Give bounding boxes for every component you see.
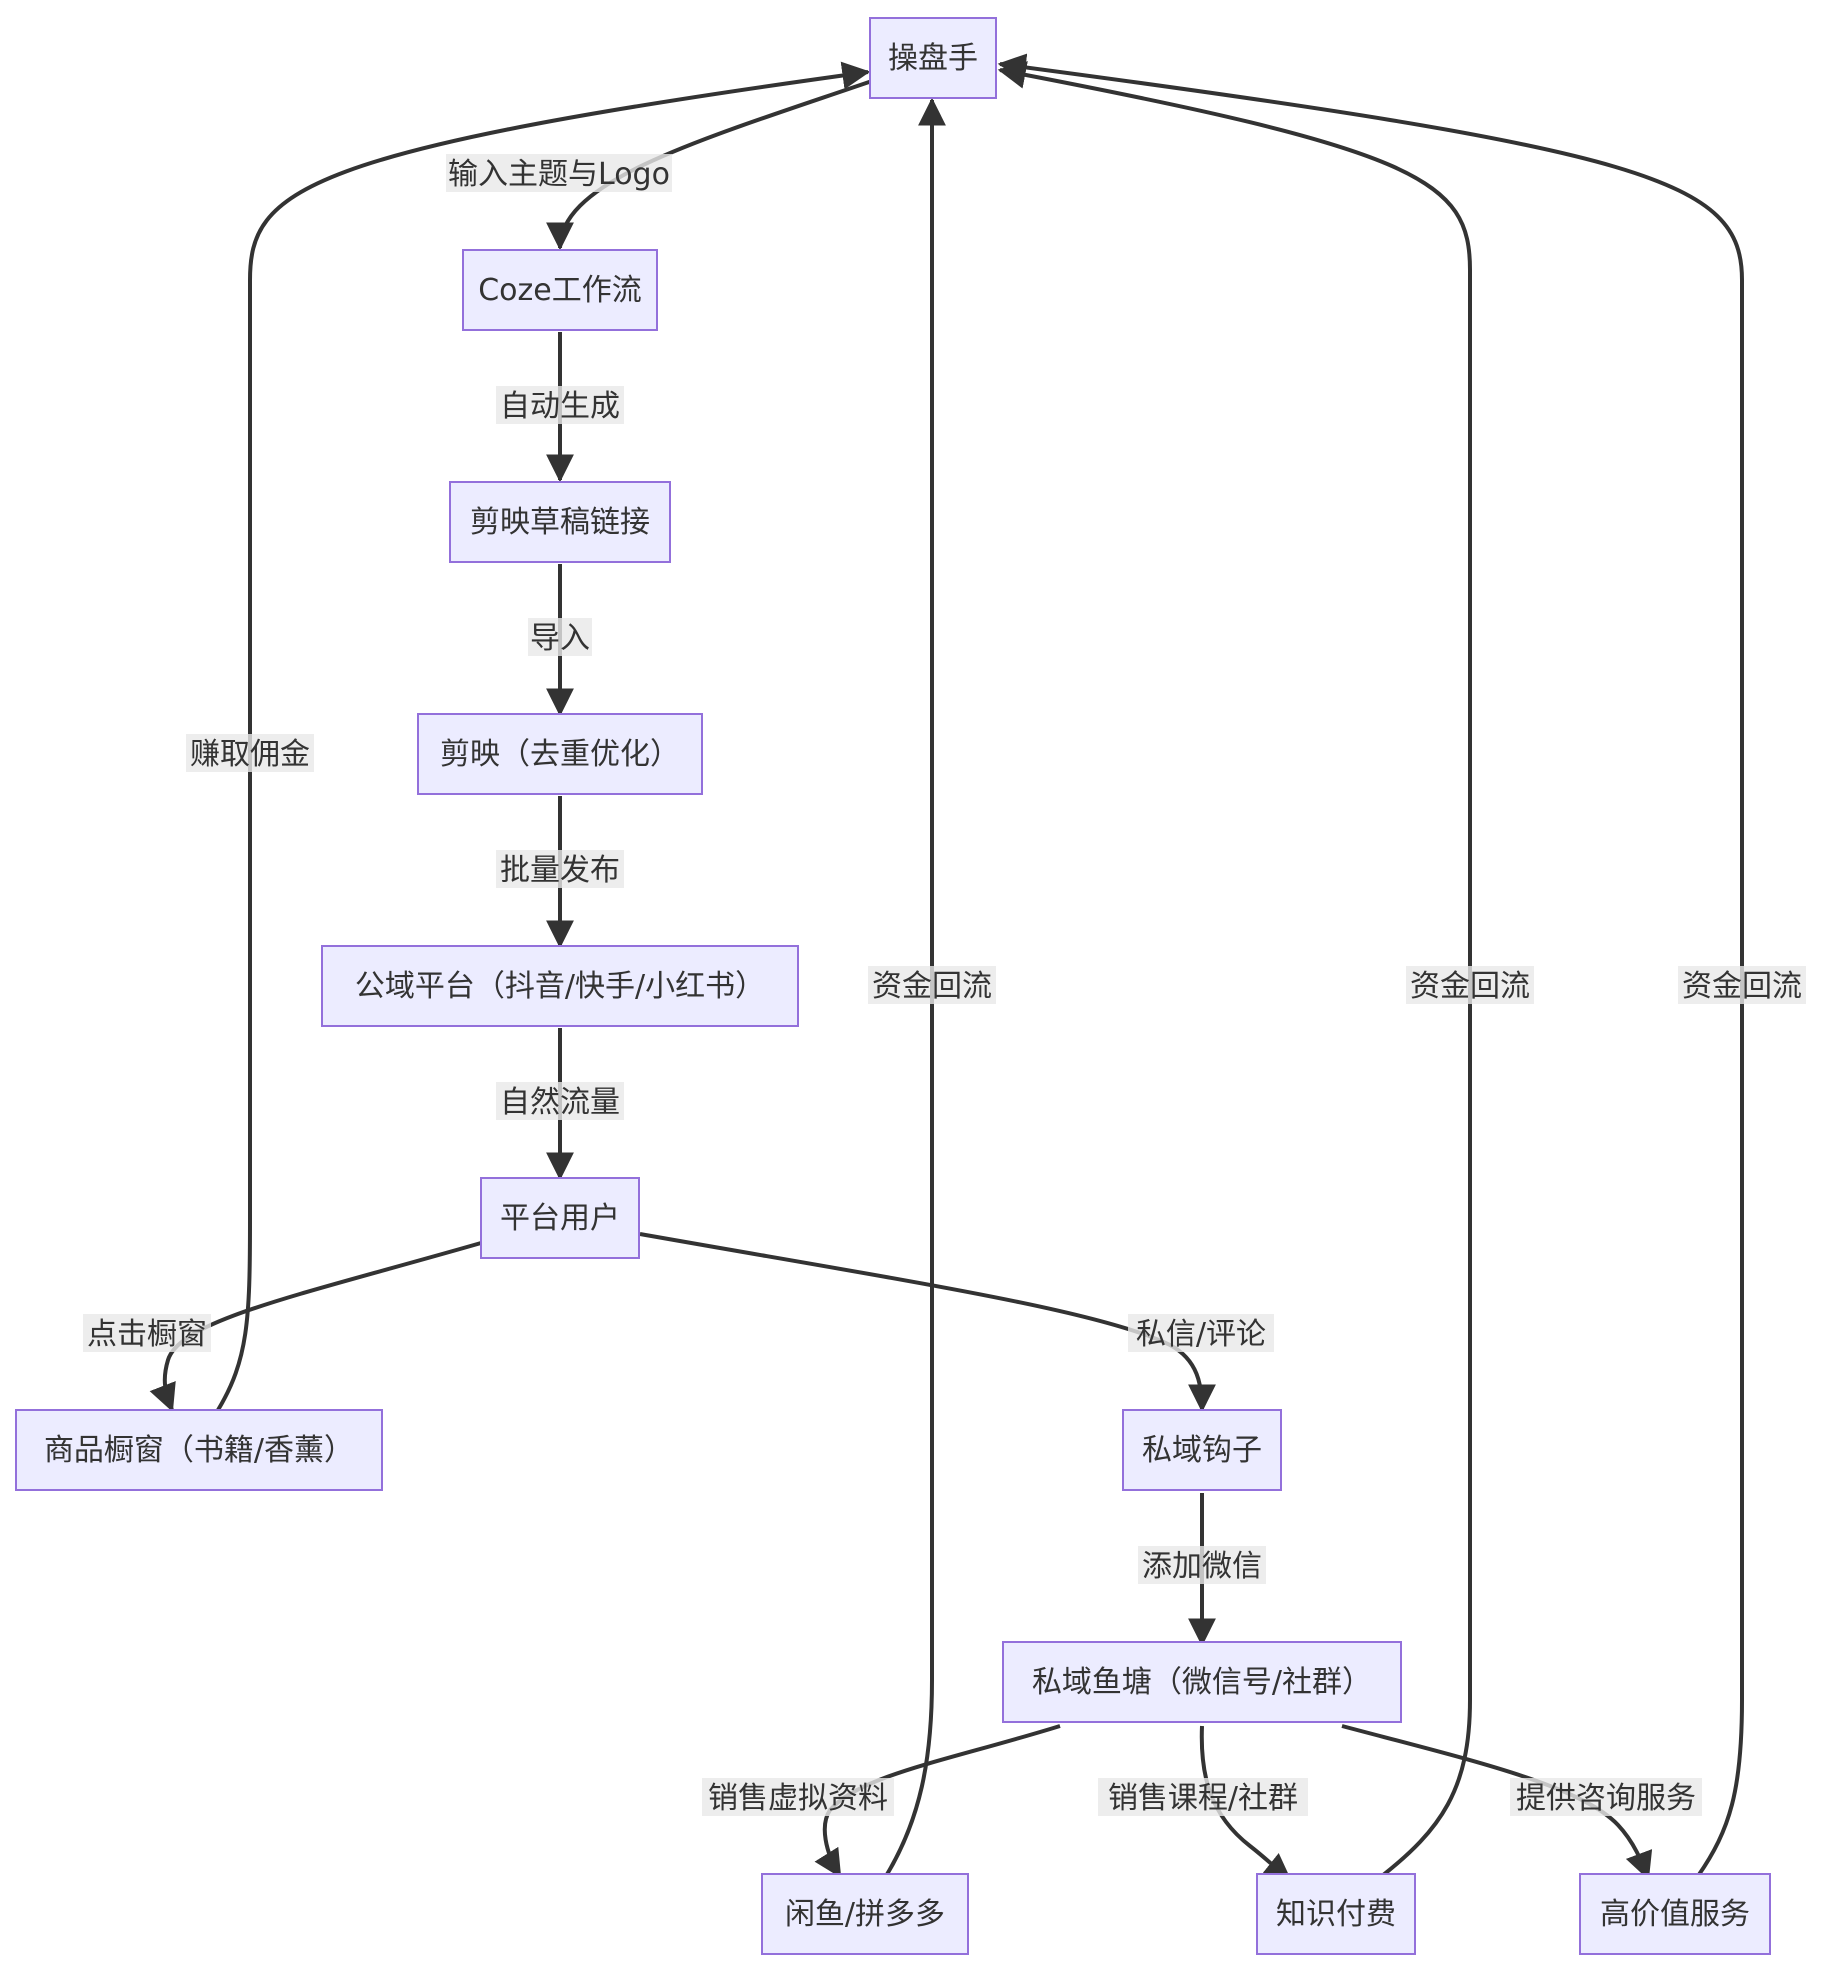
nodes-layer: 操盘手 Coze工作流 剪映草稿链接 剪映（去重优化） 公域平台（抖音/快手/小… [15, 17, 1771, 1955]
edge-label-pond-xianyu: 销售虚拟资料 [702, 1778, 894, 1816]
edge-shop-trader [216, 61, 871, 1412]
node-users[interactable]: 平台用户 [480, 1177, 640, 1259]
edge-label-users-shop: 点击橱窗 [83, 1314, 211, 1352]
edge-label-text: 添加微信 [1142, 1549, 1262, 1584]
edge-knowledge-trader [997, 61, 1472, 1878]
edge-label-users-hook: 私信/评论 [1128, 1314, 1274, 1352]
node-jianying[interactable]: 剪映（去重优化） [417, 713, 703, 795]
edge-label-jianying-public: 批量发布 [496, 850, 624, 888]
edge-label-text: 赚取佣金 [190, 737, 310, 772]
edge-label-text: 自然流量 [500, 1085, 620, 1120]
node-label: 私域钩子 [1142, 1433, 1262, 1468]
node-label: 公域平台（抖音/快手/小红书） [355, 969, 765, 1004]
edge-label-text: 私信/评论 [1136, 1317, 1266, 1352]
node-label: 知识付费 [1276, 1897, 1396, 1932]
edge-label-trader-coze: 输入主题与Logo [446, 154, 672, 192]
node-shop[interactable]: 商品橱窗（书籍/香薰） [15, 1409, 383, 1491]
node-label: Coze工作流 [478, 273, 642, 308]
node-label: 商品橱窗（书籍/香薰） [44, 1433, 354, 1468]
edge-pond-knowledge [1199, 1725, 1292, 1882]
node-label: 高价值服务 [1600, 1897, 1750, 1932]
edge-label-service-trader: 资金回流 [1678, 966, 1806, 1004]
edge-labels-layer: 输入主题与Logo 自动生成 导入 批量发布 自然流量 点击橱窗 赚取佣金 私 [83, 154, 1806, 1816]
node-hook[interactable]: 私域钩子 [1122, 1409, 1282, 1491]
edge-label-pond-service: 提供咨询服务 [1510, 1778, 1702, 1816]
edge-label-xianyu-trader: 资金回流 [868, 966, 996, 1004]
node-label: 操盘手 [888, 41, 978, 76]
edge-label-coze-draft: 自动生成 [496, 386, 624, 424]
node-xianyu[interactable]: 闲鱼/拼多多 [761, 1873, 969, 1955]
edge-xianyu-trader [884, 97, 946, 1878]
node-label: 剪映草稿链接 [470, 505, 650, 540]
edge-label-text: 销售课程/社群 [1108, 1781, 1298, 1816]
edge-label-knowledge-trader: 资金回流 [1406, 966, 1534, 1004]
node-knowledge[interactable]: 知识付费 [1256, 1873, 1416, 1955]
edge-label-text: 自动生成 [500, 389, 620, 424]
edge-label-shop-trader: 赚取佣金 [186, 734, 314, 772]
node-public[interactable]: 公域平台（抖音/快手/小红书） [321, 945, 799, 1027]
edge-label-draft-jianying: 导入 [528, 618, 592, 656]
node-label: 闲鱼/拼多多 [785, 1897, 945, 1932]
node-label: 平台用户 [500, 1201, 620, 1236]
edge-users-hook [639, 1232, 1216, 1413]
edge-service-trader [997, 53, 1744, 1878]
node-draft[interactable]: 剪映草稿链接 [449, 481, 671, 563]
edge-label-text: 批量发布 [500, 853, 620, 888]
edge-label-text: 提供咨询服务 [1516, 1781, 1696, 1816]
edge-label-text: 导入 [530, 621, 590, 656]
edge-label-text: 销售虚拟资料 [708, 1781, 888, 1816]
edge-label-hook-pond: 添加微信 [1138, 1546, 1266, 1584]
node-label: 私域鱼塘（微信号/社群） [1032, 1665, 1372, 1700]
node-coze[interactable]: Coze工作流 [462, 249, 658, 331]
edge-label-text: 资金回流 [872, 969, 992, 1004]
edges-layer [149, 53, 1744, 1882]
edge-label-text: 输入主题与Logo [448, 157, 670, 192]
node-trader[interactable]: 操盘手 [869, 17, 997, 99]
edge-label-public-users: 自然流量 [496, 1082, 624, 1120]
node-service[interactable]: 高价值服务 [1579, 1873, 1771, 1955]
edge-label-text: 资金回流 [1682, 969, 1802, 1004]
edge-label-text: 资金回流 [1410, 969, 1530, 1004]
node-pond[interactable]: 私域鱼塘（微信号/社群） [1002, 1641, 1402, 1723]
edge-users-shop [149, 1241, 482, 1413]
edge-label-text: 点击橱窗 [87, 1317, 207, 1352]
edge-label-pond-knowledge: 销售课程/社群 [1098, 1778, 1308, 1816]
node-label: 剪映（去重优化） [440, 737, 680, 772]
